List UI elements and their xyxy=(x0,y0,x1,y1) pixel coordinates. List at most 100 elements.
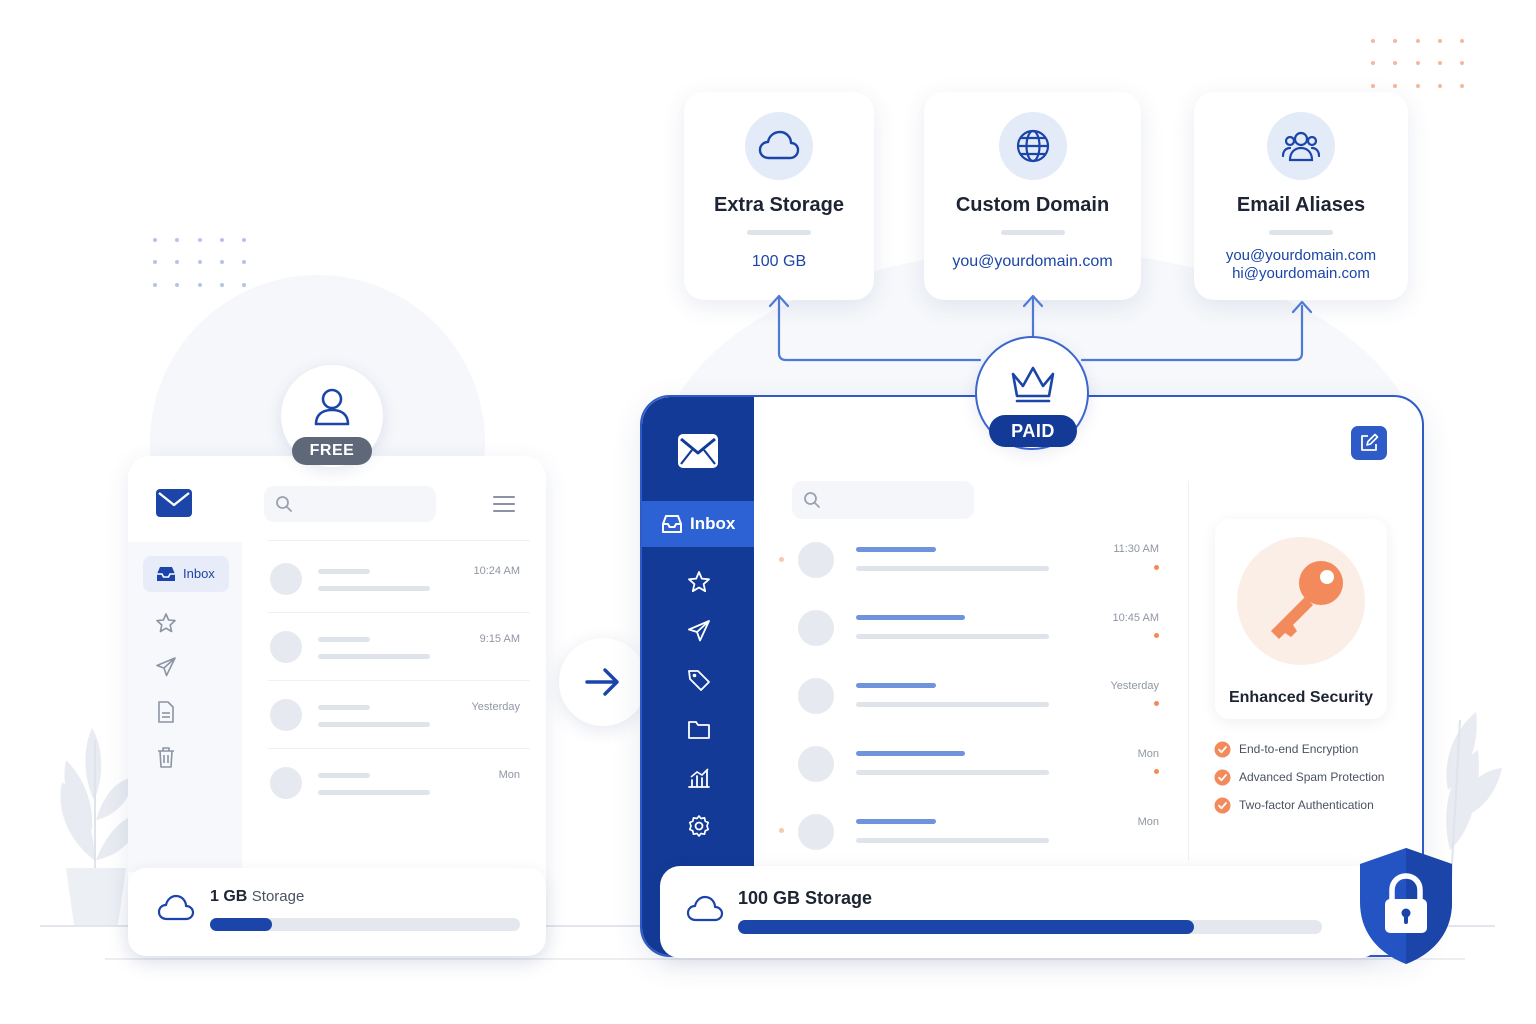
feature-value: you@yourdomain.com xyxy=(1225,247,1377,264)
star-icon[interactable] xyxy=(687,570,711,594)
plant-left-icon xyxy=(60,728,142,925)
analytics-icon[interactable] xyxy=(687,767,711,789)
paid-storage-card: 100 GB Storage xyxy=(660,866,1380,958)
dot-grid-orange xyxy=(1371,39,1464,88)
list-divider xyxy=(268,748,530,749)
placeholder-line xyxy=(856,770,1049,775)
placeholder-line xyxy=(856,547,936,552)
search-input[interactable] xyxy=(792,481,974,519)
tag-icon[interactable] xyxy=(687,668,711,692)
storage-label: 100 GB Storage xyxy=(738,888,873,908)
dot-grid-blue xyxy=(153,238,246,287)
storage-progress-track xyxy=(210,918,520,931)
menu-icon[interactable] xyxy=(492,494,516,514)
storage-progress-fill xyxy=(738,920,1194,934)
placeholder-line xyxy=(856,838,1049,843)
placeholder-line xyxy=(318,773,370,778)
avatar xyxy=(798,542,834,578)
placeholder-line xyxy=(856,634,1049,639)
shield-lock-icon xyxy=(1360,848,1452,964)
timestamp: Mon xyxy=(1137,748,1159,760)
send-icon[interactable] xyxy=(687,619,711,643)
security-feature-label: Two-factor Authentication xyxy=(1239,798,1374,812)
feature-card-extra-storage: Extra Storage 100 GB xyxy=(684,92,874,300)
storage-progress-track xyxy=(738,920,1322,934)
placeholder-line xyxy=(856,702,1049,707)
cloud-icon xyxy=(157,894,195,921)
timestamp: 9:15 AM xyxy=(479,633,520,645)
feature-divider xyxy=(1269,230,1333,235)
sidebar-item-inbox[interactable]: Inbox xyxy=(143,556,229,592)
panel-divider xyxy=(1188,481,1189,861)
timestamp: 11:30 AM xyxy=(1113,543,1159,555)
paid-badge: PAID xyxy=(989,415,1077,447)
feature-icon-circle xyxy=(1267,112,1335,180)
placeholder-line xyxy=(856,751,965,756)
ground-line-2 xyxy=(105,958,1465,960)
plant-right-icon xyxy=(1446,712,1502,901)
globe-icon xyxy=(1016,129,1050,163)
compose-button[interactable] xyxy=(1351,426,1387,460)
sidebar-item-inbox[interactable]: Inbox xyxy=(642,501,754,547)
timestamp: Yesterday xyxy=(1110,680,1159,692)
unread-dot xyxy=(779,557,784,562)
feature-value: you@yourdomain.com xyxy=(952,253,1113,270)
feature-divider xyxy=(747,230,811,235)
placeholder-line xyxy=(318,722,430,727)
timestamp: Mon xyxy=(1137,816,1159,828)
placeholder-line xyxy=(856,683,936,688)
sidebar-item-label: Inbox xyxy=(183,566,215,581)
timestamp: Mon xyxy=(498,769,520,781)
free-sidebar xyxy=(128,542,242,872)
users-icon xyxy=(1281,131,1321,162)
trash-icon[interactable] xyxy=(156,746,176,768)
status-dot xyxy=(1154,701,1159,706)
placeholder-line xyxy=(318,637,370,642)
avatar xyxy=(798,814,834,850)
avatar xyxy=(798,678,834,714)
list-divider xyxy=(268,680,530,681)
folder-icon[interactable] xyxy=(687,718,711,740)
placeholder-line xyxy=(856,819,936,824)
security-feature-label: End-to-end Encryption xyxy=(1239,742,1359,756)
feature-card-custom-domain: Custom Domain you@yourdomain.com xyxy=(924,92,1141,300)
user-icon xyxy=(314,388,350,426)
placeholder-line xyxy=(318,790,430,795)
feature-divider xyxy=(1001,230,1065,235)
free-storage-card: 1 GB Storage xyxy=(128,868,546,956)
unread-dot xyxy=(779,828,784,833)
storage-progress-fill xyxy=(210,918,272,931)
placeholder-line xyxy=(318,569,370,574)
free-badge: FREE xyxy=(292,437,372,465)
feature-icon-circle xyxy=(745,112,813,180)
timestamp: 10:24 AM xyxy=(473,565,520,577)
list-divider xyxy=(268,540,530,541)
feature-card-email-aliases: Email Aliases you@yourdomain.com hi@your… xyxy=(1194,92,1408,300)
sidebar-item-label: Inbox xyxy=(690,514,736,533)
feature-value: hi@yourdomain.com xyxy=(1232,265,1370,282)
key-icon xyxy=(1271,561,1343,639)
cloud-icon xyxy=(686,895,724,922)
star-icon[interactable] xyxy=(155,612,177,634)
search-input[interactable] xyxy=(264,486,436,522)
storage-unit: Storage xyxy=(251,888,305,905)
avatar xyxy=(270,563,302,595)
mail-logo-icon xyxy=(156,489,192,517)
timestamp: Yesterday xyxy=(471,701,520,713)
placeholder-line xyxy=(318,654,430,659)
status-dot xyxy=(1154,565,1159,570)
upgrade-arrow-button[interactable] xyxy=(559,638,647,726)
settings-icon[interactable] xyxy=(687,814,711,838)
mail-logo-icon xyxy=(678,434,718,468)
arrow-right-icon xyxy=(585,668,619,696)
send-icon[interactable] xyxy=(155,656,177,678)
feature-title: Custom Domain xyxy=(955,194,1110,216)
feature-title: Email Aliases xyxy=(1236,194,1366,216)
avatar xyxy=(798,746,834,782)
timestamp: 10:45 AM xyxy=(1112,612,1159,624)
search-icon xyxy=(804,492,820,508)
paid-sidebar xyxy=(642,397,754,955)
inbox-icon xyxy=(662,515,682,533)
status-dot xyxy=(1154,633,1159,638)
document-icon[interactable] xyxy=(156,701,176,723)
